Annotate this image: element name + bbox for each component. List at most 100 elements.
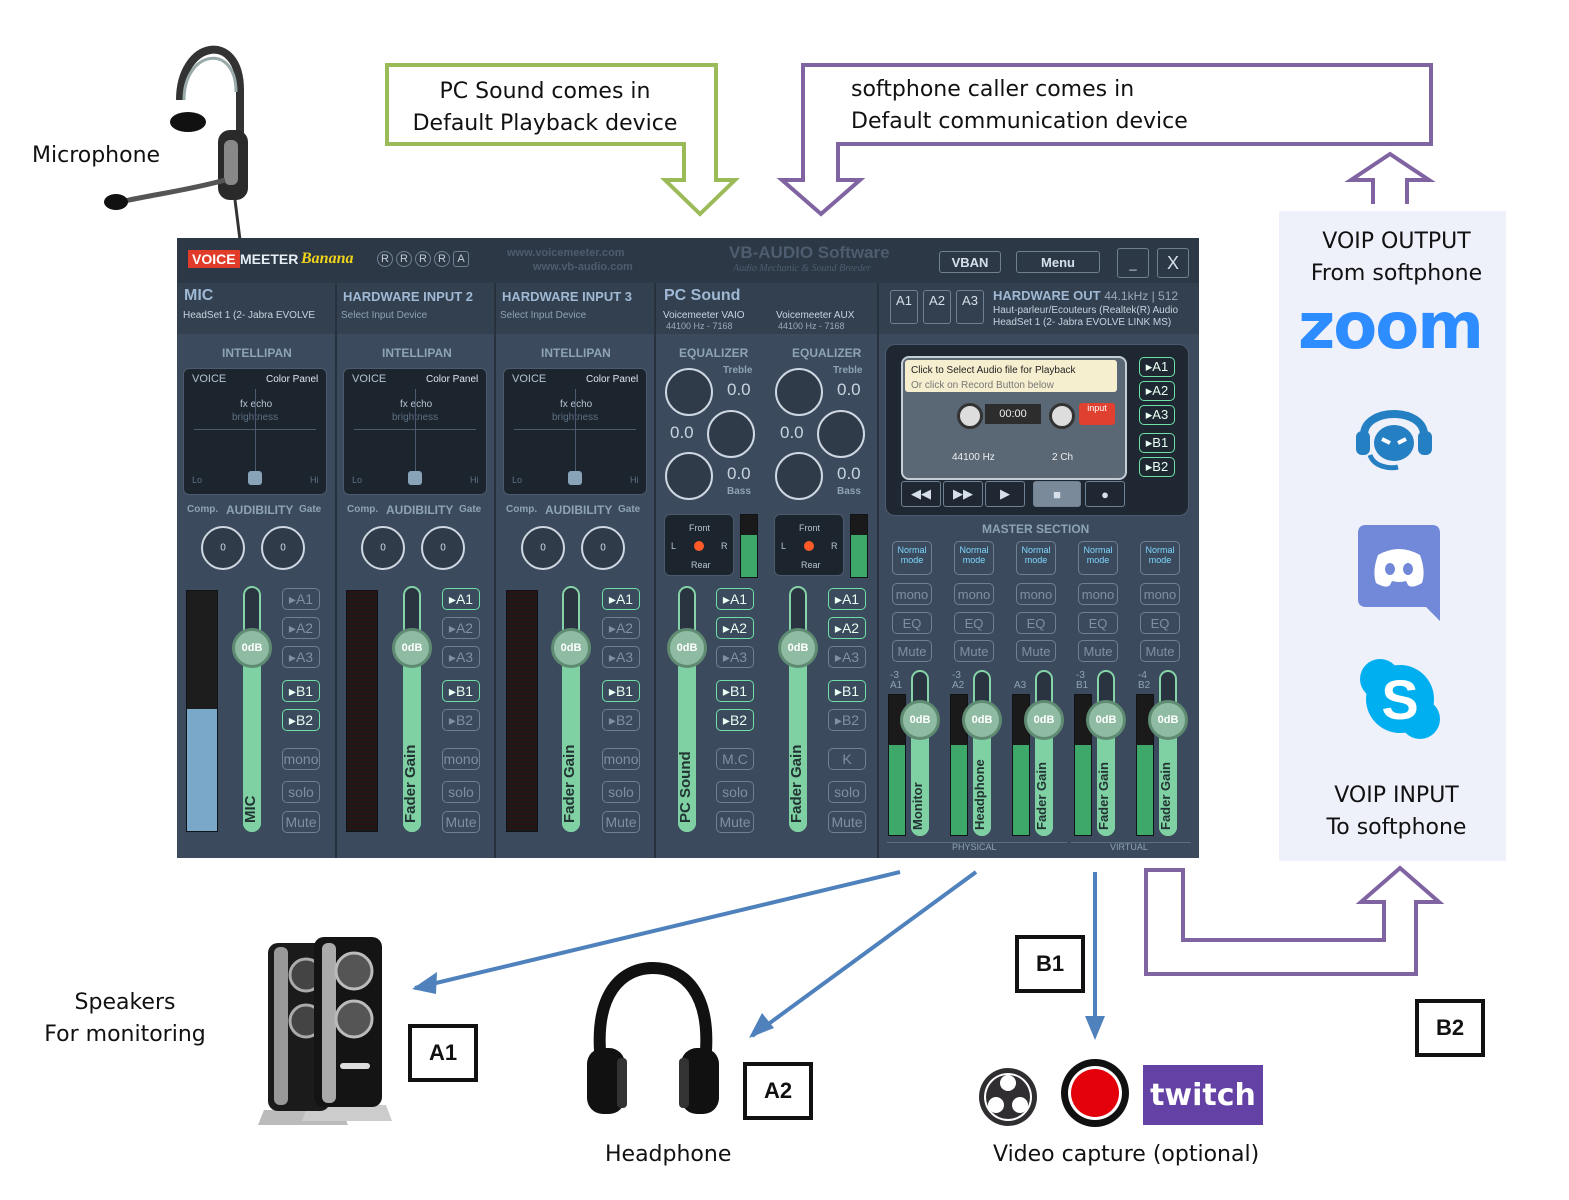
comp-knob[interactable]: 0 xyxy=(521,526,565,570)
route-a1[interactable]: ▸A1 xyxy=(828,588,866,610)
route-a1[interactable]: ▸A1 xyxy=(602,588,640,610)
route-a3[interactable]: ▸A3 xyxy=(282,646,320,668)
mute-button[interactable]: Mute xyxy=(1016,640,1056,662)
mono-button[interactable]: mono xyxy=(1016,583,1056,605)
route-a3[interactable]: ▸A3 xyxy=(602,646,640,668)
pan-cursor[interactable] xyxy=(568,471,582,485)
route-b2[interactable]: ▸B2 xyxy=(828,709,866,731)
route-b1[interactable]: ▸B1 xyxy=(716,680,754,702)
solo-button[interactable]: solo xyxy=(442,781,480,803)
mute-button[interactable]: Mute xyxy=(1140,640,1180,662)
menu-button[interactable]: Menu xyxy=(1016,251,1100,273)
spatial-pad[interactable]: Front Rear L R xyxy=(664,514,734,576)
intellipan-pad[interactable]: VOICE Color Panel fx echo brightness Lo … xyxy=(183,368,327,495)
solo-button[interactable]: solo xyxy=(828,781,866,803)
comp-knob[interactable]: 0 xyxy=(361,526,405,570)
mono-button[interactable]: mono xyxy=(442,748,480,770)
eq-button[interactable]: EQ xyxy=(954,612,994,634)
pan-cursor[interactable] xyxy=(408,471,422,485)
route-a2[interactable]: ▸A2 xyxy=(716,617,754,639)
player-input[interactable]: input xyxy=(1079,403,1115,425)
route-a1[interactable]: ▸A1 xyxy=(442,588,480,610)
eq-knob-3[interactable] xyxy=(665,452,713,500)
route-b2[interactable]: ▸B2 xyxy=(602,709,640,731)
gate-knob[interactable]: 0 xyxy=(421,526,465,570)
mute-button[interactable]: Mute xyxy=(442,811,480,833)
route-b1[interactable]: ▸B1 xyxy=(282,680,320,702)
route-a2[interactable]: ▸A2 xyxy=(602,617,640,639)
fader-cap[interactable]: 0dB xyxy=(551,628,591,668)
gate-knob[interactable]: 0 xyxy=(261,526,305,570)
route-b1[interactable]: ▸B1 xyxy=(442,680,480,702)
hw-out-a3[interactable]: A3 xyxy=(956,290,984,324)
route-a2[interactable]: ▸A2 xyxy=(828,617,866,639)
mono-button[interactable]: mono xyxy=(1140,583,1180,605)
solo-button[interactable]: solo xyxy=(602,781,640,803)
record-button[interactable]: ● xyxy=(1085,481,1125,507)
route-a3[interactable]: ▸A3 xyxy=(716,646,754,668)
mute-button[interactable]: Mute xyxy=(954,640,994,662)
minimize-button[interactable]: _ xyxy=(1117,248,1149,278)
solo-button[interactable]: solo xyxy=(716,781,754,803)
fader-cap[interactable]: 0dB xyxy=(778,628,818,668)
player-route-a3[interactable]: ▸A3 xyxy=(1139,405,1175,425)
eq-button[interactable]: EQ xyxy=(1140,612,1180,634)
vban-button[interactable]: VBAN xyxy=(939,251,1001,273)
eq-button[interactable]: EQ xyxy=(1016,612,1056,634)
route-b2[interactable]: ▸B2 xyxy=(282,709,320,731)
eq-knob-1[interactable] xyxy=(775,368,823,416)
mono-button[interactable]: mono xyxy=(1078,583,1118,605)
mute-button[interactable]: Mute xyxy=(716,811,754,833)
stop-button[interactable]: ■ xyxy=(1033,481,1081,507)
mc-button[interactable]: M.C xyxy=(716,748,754,770)
rewind-button[interactable]: ◀◀ xyxy=(901,481,941,507)
spatial-cursor[interactable] xyxy=(804,541,814,551)
mute-button[interactable]: Mute xyxy=(602,811,640,833)
forward-button[interactable]: ▶▶ xyxy=(943,481,983,507)
solo-button[interactable]: solo xyxy=(282,781,320,803)
spatial-pad[interactable]: Front Rear L R xyxy=(774,514,844,576)
player-route-b2[interactable]: ▸B2 xyxy=(1139,457,1175,477)
normal-mode-button[interactable]: Normal mode xyxy=(1078,541,1118,575)
bus-fader-cap[interactable]: 0dB xyxy=(1024,700,1064,740)
mono-button[interactable]: mono xyxy=(954,583,994,605)
fader-cap[interactable]: 0dB xyxy=(392,628,432,668)
mute-button[interactable]: Mute xyxy=(282,811,320,833)
mono-button[interactable]: mono xyxy=(602,748,640,770)
mono-button[interactable]: mono xyxy=(892,583,932,605)
bus-fader-cap[interactable]: 0dB xyxy=(1086,700,1126,740)
intellipan-pad[interactable]: VOICE Color Panel fx echo brightness Lo … xyxy=(343,368,487,495)
bus-fader-cap[interactable]: 0dB xyxy=(962,700,1002,740)
fader-cap[interactable]: 0dB xyxy=(232,628,272,668)
hw-out-a1[interactable]: A1 xyxy=(890,290,918,324)
eq-knob-1[interactable] xyxy=(665,368,713,416)
pan-cursor[interactable] xyxy=(248,471,262,485)
bus-fader-cap[interactable]: 0dB xyxy=(1148,700,1188,740)
comp-knob[interactable]: 0 xyxy=(201,526,245,570)
route-b1[interactable]: ▸B1 xyxy=(602,680,640,702)
intellipan-pad[interactable]: VOICE Color Panel fx echo brightness Lo … xyxy=(503,368,647,495)
route-a3[interactable]: ▸A3 xyxy=(442,646,480,668)
close-button[interactable]: X xyxy=(1157,248,1189,278)
player-route-b1[interactable]: ▸B1 xyxy=(1139,433,1175,453)
eq-knob-2[interactable] xyxy=(707,410,755,458)
mono-button[interactable]: mono xyxy=(282,748,320,770)
route-a3[interactable]: ▸A3 xyxy=(828,646,866,668)
route-a1[interactable]: ▸A1 xyxy=(716,588,754,610)
player-message[interactable] xyxy=(905,360,1117,392)
route-b2[interactable]: ▸B2 xyxy=(716,709,754,731)
mute-button[interactable]: Mute xyxy=(892,640,932,662)
gate-knob[interactable]: 0 xyxy=(581,526,625,570)
route-a2[interactable]: ▸A2 xyxy=(442,617,480,639)
route-b1[interactable]: ▸B1 xyxy=(828,680,866,702)
normal-mode-button[interactable]: Normal mode xyxy=(892,541,932,575)
route-a1[interactable]: ▸A1 xyxy=(282,588,320,610)
hw3-device[interactable]: Select Input Device xyxy=(500,310,587,321)
mute-button[interactable]: Mute xyxy=(1078,640,1118,662)
hw2-device[interactable]: Select Input Device xyxy=(341,310,428,321)
player-route-a2[interactable]: ▸A2 xyxy=(1139,381,1175,401)
fader-cap[interactable]: 0dB xyxy=(667,628,707,668)
mic-device[interactable]: HeadSet 1 (2- Jabra EVOLVE xyxy=(183,310,316,321)
eq-knob-2[interactable] xyxy=(817,410,865,458)
normal-mode-button[interactable]: Normal mode xyxy=(1016,541,1056,575)
